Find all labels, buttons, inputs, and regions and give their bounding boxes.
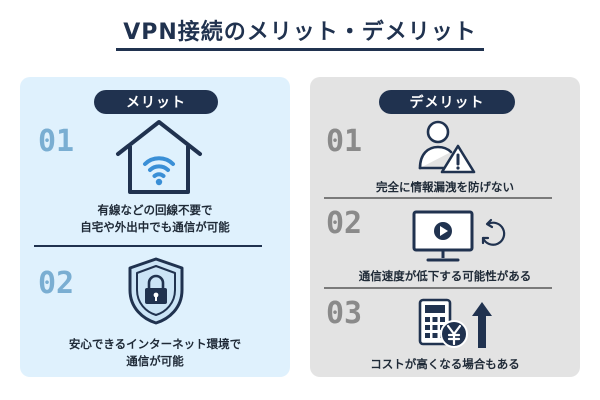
- demerit-number-1: 01: [326, 124, 363, 159]
- merit-caption-1: 有線などの回線不要で 自宅や外出中でも通信が可能: [30, 202, 280, 236]
- demerit-divider-2: [324, 287, 552, 289]
- merit-divider: [34, 245, 262, 247]
- title-underline: [116, 48, 484, 51]
- house-wifi-icon: [116, 120, 202, 194]
- merit-caption-1-line2: 自宅や外出中でも通信が可能: [80, 220, 230, 234]
- demerit-caption-1: 完全に情報漏洩を防げない: [376, 180, 514, 194]
- page-title: VPN接続のメリット・デメリット: [123, 20, 477, 45]
- demerit-divider-1: [324, 197, 552, 199]
- calculator-yen-icon: [418, 298, 492, 348]
- merit-caption-2-line1: 安心できるインターネット環境で: [68, 337, 242, 351]
- demerit-caption-2: 通信速度が低下する可能性がある: [358, 269, 532, 283]
- merit-caption-2: 安心できるインターネット環境で 通信が可能: [30, 336, 280, 370]
- user-warning-icon: [418, 120, 476, 174]
- merit-number-2: 02: [38, 266, 75, 301]
- demerit-label: デメリット: [379, 90, 515, 114]
- demerit-caption-3: コストが高くなる場合もある: [370, 357, 520, 371]
- demerit-number-3: 03: [326, 296, 363, 331]
- merit-label: メリット: [94, 90, 218, 114]
- merit-caption-1-line1: 有線などの回線不要で: [97, 203, 213, 217]
- merit-number-1: 01: [38, 124, 75, 159]
- demerit-number-2: 02: [326, 206, 363, 241]
- monitor-loading-icon: [412, 210, 506, 262]
- merit-caption-2-line2: 通信が可能: [126, 354, 184, 368]
- shield-lock-icon: [128, 257, 184, 325]
